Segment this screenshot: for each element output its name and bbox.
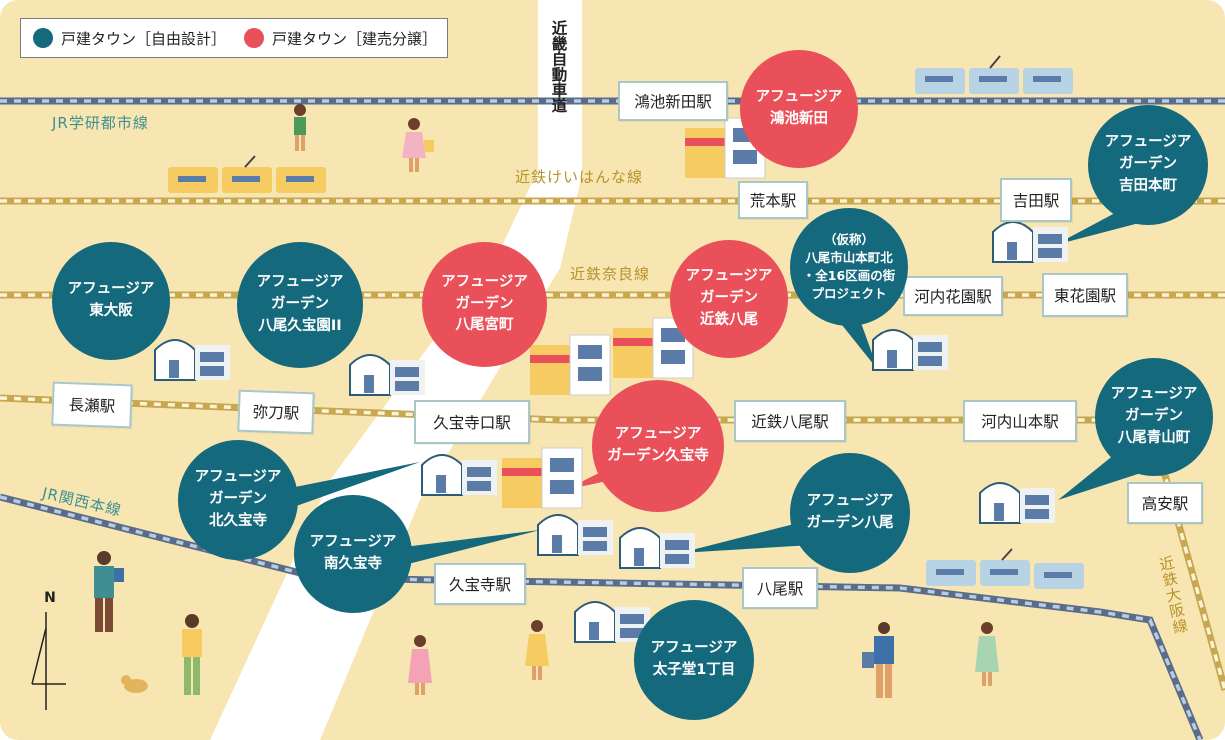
callout-line: アフュージア — [1110, 386, 1198, 403]
callout-line: アフュージア — [256, 274, 344, 291]
station-kyuhoji[interactable]: 久宝寺駅 — [434, 563, 526, 605]
station-yao[interactable]: 八尾駅 — [742, 567, 818, 609]
callout-line: プロジェクト — [811, 286, 887, 302]
callout-afusia-garden-yao-aoyama[interactable]: アフュージア ガーデン 八尾青山町 — [1095, 358, 1213, 476]
station-nagase[interactable]: 長瀬駅 — [51, 381, 133, 429]
callout-afusia-garden-yao[interactable]: アフュージア ガーデン八尾 — [790, 453, 910, 573]
callout-line: アフュージア — [650, 640, 738, 657]
station-takayasu[interactable]: 高安駅 — [1127, 482, 1203, 524]
callout-line: ガーデン八尾 — [806, 515, 894, 531]
callout-afusia-garden-kita-kyuhoji[interactable]: アフュージア ガーデン 北久宝寺 — [178, 440, 298, 560]
callout-afusia-taishido[interactable]: アフュージア 太子堂1丁目 — [634, 600, 754, 720]
callout-afusia-garden-kyuhoji[interactable]: アフュージア ガーデン久宝寺 — [592, 380, 724, 512]
legend-dot-teal — [33, 28, 53, 48]
callout-line: 吉田本町 — [1119, 177, 1177, 194]
line-label-kintetsu-nara: 近鉄奈良線 — [570, 265, 651, 283]
people-illustrations — [94, 104, 999, 698]
legend-label-custom: 戸建タウン［自由設計］ — [61, 29, 227, 48]
callout-line: 北久宝寺 — [209, 512, 267, 529]
station-aramoto[interactable]: 荒本駅 — [738, 181, 808, 219]
callout-yao-yamamotocho-project[interactable]: （仮称） 八尾市山本町北 ・全16区画の街 プロジェクト — [790, 208, 908, 326]
callout-line: 八尾市山本町北 — [805, 249, 893, 265]
callout-line: ガーデン — [1119, 156, 1177, 173]
callout-line: アフュージア — [614, 426, 702, 443]
train-bottom-right — [926, 548, 1084, 589]
callout-line: アフュージア — [441, 273, 528, 290]
legend-dot-red — [244, 28, 265, 48]
callout-line: ガーデン — [271, 296, 329, 313]
callout-line: ・全16区画の街 — [802, 268, 896, 283]
legend-item-ready: 戸建タウン［建売分譲］ — [244, 28, 437, 49]
callout-line: 近鉄八尾 — [700, 311, 758, 328]
callout-line: アフュージア — [309, 534, 397, 551]
line-label-jr-gakkentoshi: JR学研都市線 — [52, 114, 149, 132]
callout-line: アフュージア — [67, 281, 155, 298]
expressway-label-text: 近畿自動車道 — [549, 20, 568, 113]
callout-line: ガーデン — [700, 290, 758, 307]
train-top-right — [915, 55, 1073, 94]
callout-line: アフュージア — [194, 469, 282, 486]
callout-line: 太子堂1丁目 — [652, 662, 736, 678]
callout-line: アフュージア — [1104, 134, 1192, 151]
train-left-yellow — [168, 155, 326, 193]
callout-line: アフュージア — [755, 89, 843, 106]
callout-line: ガーデン — [455, 295, 514, 312]
station-kawachi-yamamoto[interactable]: 河内山本駅 — [963, 400, 1077, 442]
callout-line: 八尾宮町 — [455, 317, 514, 334]
north-compass: N — [30, 590, 70, 715]
callout-afusia-garden-yao-miyamachi[interactable]: アフュージア ガーデン 八尾宮町 — [422, 242, 547, 367]
station-mito[interactable]: 弥刀駅 — [237, 389, 315, 435]
station-kawachi-hanazono[interactable]: 河内花園駅 — [903, 276, 1003, 316]
callout-line: アフュージア — [685, 268, 773, 285]
callout-afusia-garden-yao-kyuhoen[interactable]: アフュージア ガーデン 八尾久宝園II — [237, 242, 363, 368]
callout-line: （仮称） — [823, 231, 874, 247]
station-yoshida[interactable]: 吉田駅 — [1000, 178, 1072, 222]
callout-line: ガーデン — [209, 491, 267, 508]
callout-afusia-garden-kintetsu-yao[interactable]: アフュージア ガーデン 近鉄八尾 — [670, 240, 788, 358]
callout-line: 東大阪 — [89, 303, 133, 319]
legend-item-custom: 戸建タウン［自由設計］ — [33, 28, 226, 49]
station-kyuhoji-guchi[interactable]: 久宝寺口駅 — [414, 400, 530, 444]
callout-line: ガーデン久宝寺 — [607, 448, 709, 464]
callout-afusia-garden-yoshida-honmachi[interactable]: アフュージア ガーデン 吉田本町 — [1088, 105, 1208, 225]
expressway-label: 近畿自動車道 — [547, 20, 569, 118]
callout-afusia-higashiosaka[interactable]: アフュージア 東大阪 — [52, 242, 170, 360]
station-kintetsu-yao[interactable]: 近鉄八尾駅 — [734, 400, 846, 442]
callout-line: ガーデン — [1125, 408, 1183, 425]
callout-line: アフュージア — [806, 493, 894, 510]
station-higashi-hanazono[interactable]: 東花園駅 — [1042, 273, 1128, 317]
callout-afusia-konoike-shinden[interactable]: アフュージア 鴻池新田 — [740, 50, 858, 168]
station-konoike-shinden[interactable]: 鴻池新田駅 — [618, 81, 728, 121]
callout-afusia-minami-kyuhoji[interactable]: アフュージア 南久宝寺 — [294, 495, 412, 613]
compass-north-label: N — [44, 590, 56, 606]
legend-label-ready: 戸建タウン［建売分譲］ — [272, 29, 438, 48]
callout-line: 八尾青山町 — [1117, 429, 1191, 446]
legend: 戸建タウン［自由設計］ 戸建タウン［建売分譲］ — [20, 18, 448, 58]
line-label-kintetsu-keihanna: 近鉄けいはんな線 — [515, 168, 644, 186]
compass-arrow-icon — [31, 612, 66, 710]
callout-line: 八尾久宝園II — [258, 317, 342, 334]
callout-line: 南久宝寺 — [324, 556, 382, 572]
callout-line: 鴻池新田 — [770, 111, 828, 127]
